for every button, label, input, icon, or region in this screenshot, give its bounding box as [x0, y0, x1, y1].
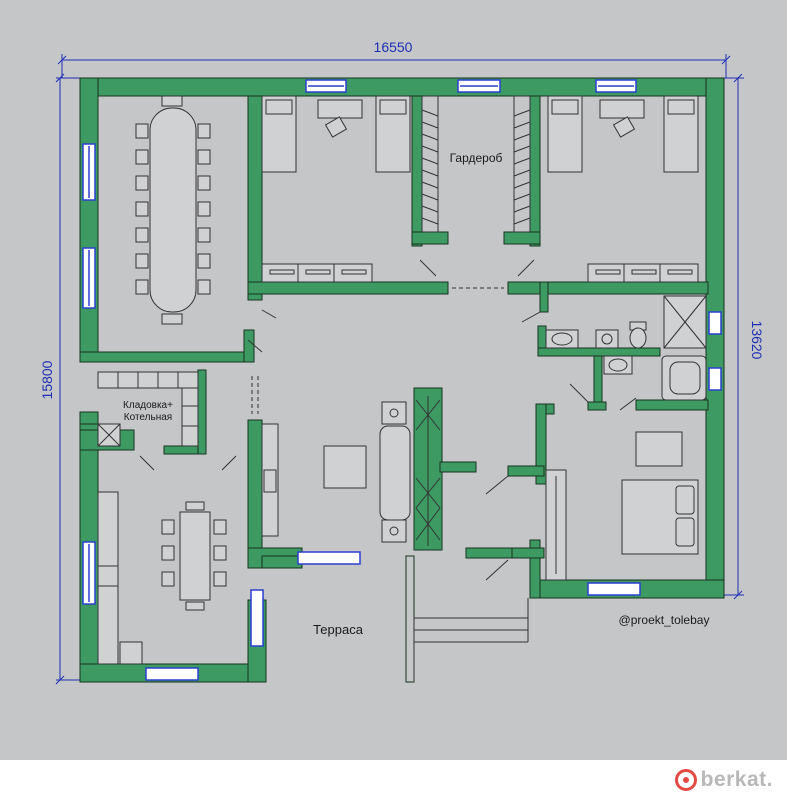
- dining-table-large: [135, 95, 211, 325]
- bedroom-1-furniture: [261, 95, 411, 283]
- sink-2: [608, 358, 628, 372]
- wall-wardrobe-right: [529, 95, 541, 247]
- window-bedroom3: [587, 582, 641, 596]
- berkat-logo-icon: [674, 769, 697, 791]
- window-living: [297, 551, 361, 565]
- right-dimension-label: 13620: [749, 321, 765, 360]
- wall-left-join: [79, 411, 99, 425]
- wall-bedroom2-bottom: [507, 281, 709, 295]
- wardrobe-room-shelves: [421, 95, 531, 233]
- dining-chairs: [135, 123, 211, 295]
- floor-plan-drawing: 16550 15800 13620: [39, 39, 765, 685]
- window-kitchen-terrace: [250, 589, 264, 647]
- room-label-pantry-2: Котельная: [124, 412, 172, 423]
- kitchen-table: [179, 511, 211, 601]
- dresser: [635, 431, 683, 467]
- dimension-lines: [55, 54, 744, 685]
- wall-left-upper: [79, 77, 99, 363]
- wall-bath-bottom: [537, 347, 661, 357]
- wall-wardrobe-left: [411, 95, 423, 247]
- desk-2: [599, 99, 645, 119]
- wall-pantry-right: [197, 369, 207, 455]
- pantry-shelves: [97, 371, 199, 447]
- dining-table: [149, 107, 197, 313]
- credit-label: @proekt_tolebay: [619, 613, 710, 627]
- footer-bar: berkat.: [0, 760, 787, 800]
- room-label-terrace: Терраса: [313, 622, 364, 637]
- sink-1: [551, 332, 573, 346]
- left-dimension-label: 15800: [39, 360, 55, 399]
- bathroom-fixtures: [545, 295, 707, 401]
- wall-kitchen-right: [247, 419, 263, 569]
- terrace-steps: [413, 598, 529, 682]
- wall-bedroom3-left-upper: [535, 403, 547, 485]
- watermark-text: berkat.: [700, 768, 773, 791]
- wall-right: [705, 77, 725, 599]
- wall-bedroom3-left-lower: [529, 539, 541, 599]
- windows: [82, 79, 722, 681]
- doors: [139, 259, 637, 581]
- floor-plan-area: 16550 15800 13620: [0, 0, 787, 760]
- room-label-wardrobe: Гардероб: [450, 151, 503, 165]
- toilet: [629, 327, 647, 349]
- living-room-furniture: [261, 396, 441, 546]
- window-kitchen-bottom: [145, 667, 199, 681]
- wall-dining-bottom: [79, 351, 253, 363]
- top-dimension-label: 16550: [374, 39, 413, 55]
- window-bath-2: [708, 367, 722, 391]
- bedroom-3-furniture: [545, 431, 699, 581]
- wall-bedroom3-top: [635, 399, 709, 411]
- room-label-pantry-1: Кладовка+: [123, 400, 173, 411]
- stove: [97, 565, 119, 587]
- coffee-table: [323, 445, 367, 489]
- wall-bedroom1-bottom: [247, 281, 449, 295]
- wall-pantry-bottom: [163, 445, 203, 455]
- sofa: [379, 425, 411, 521]
- wall-bedroom1-left: [247, 95, 263, 301]
- desk-1: [317, 99, 363, 119]
- window-bath-1: [708, 311, 722, 335]
- watermark: berkat.: [674, 766, 773, 794]
- kitchen-furniture: [97, 491, 227, 665]
- bedroom-2-furniture: [547, 95, 699, 283]
